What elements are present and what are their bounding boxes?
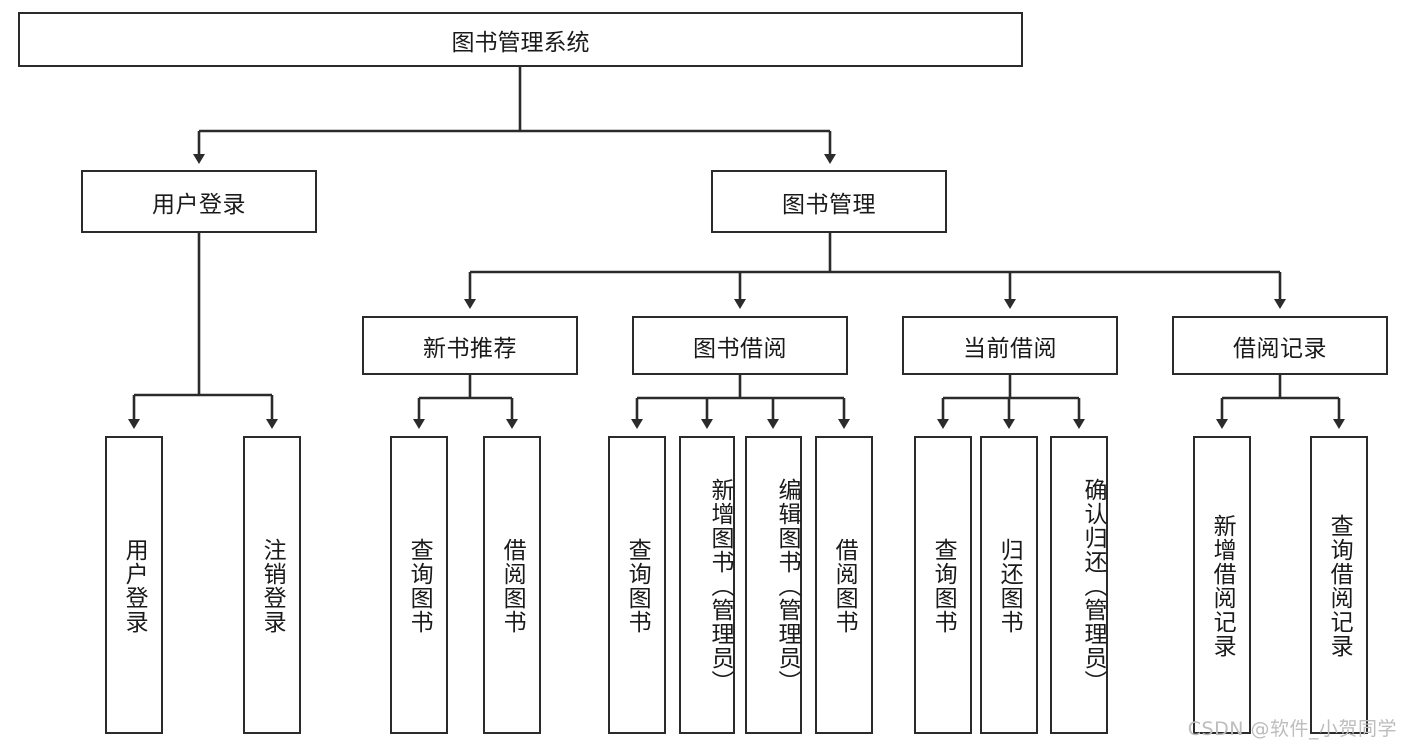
node-label: 查询图书 — [624, 538, 651, 634]
node-label: 用户登录 — [121, 538, 148, 634]
leaf-book-borrow-lend[interactable]: 借阅图书 — [815, 436, 873, 734]
leaf-new-book-borrow[interactable]: 借阅图书 — [483, 436, 541, 734]
node-new-book-recommend[interactable]: 新书推荐 — [362, 316, 578, 375]
leaf-current-borrow-query[interactable]: 查询图书 — [914, 436, 972, 734]
leaf-book-borrow-add[interactable]: 新增图书（管理员） — [679, 436, 735, 734]
node-label: 新增图书（管理员） — [707, 478, 733, 694]
node-label: 新增借阅记录 — [1209, 514, 1236, 658]
leaf-book-borrow-query[interactable]: 查询图书 — [608, 436, 666, 734]
leaf-user-login-logout[interactable]: 注销登录 — [243, 436, 301, 734]
node-book-borrow[interactable]: 图书借阅 — [632, 316, 848, 375]
node-label: 借阅图书 — [499, 538, 526, 634]
leaf-user-login-login[interactable]: 用户登录 — [105, 436, 163, 734]
leaf-current-borrow-return[interactable]: 归还图书 — [980, 436, 1038, 734]
node-label: 查询图书 — [406, 538, 433, 634]
leaf-new-book-query[interactable]: 查询图书 — [390, 436, 448, 734]
node-label: 新书推荐 — [423, 335, 517, 362]
node-label: 编辑图书（管理员） — [774, 478, 800, 694]
node-label: 确认归还（管理员） — [1080, 478, 1106, 694]
node-book-management[interactable]: 图书管理 — [711, 170, 947, 233]
node-current-borrow[interactable]: 当前借阅 — [902, 316, 1118, 375]
node-label: 图书管理 — [782, 191, 876, 218]
node-label: 当前借阅 — [963, 335, 1057, 362]
node-label: 归还图书 — [996, 538, 1023, 634]
node-label: 查询图书 — [930, 538, 957, 634]
leaf-borrow-record-query[interactable]: 查询借阅记录 — [1310, 436, 1368, 734]
leaf-book-borrow-edit[interactable]: 编辑图书（管理员） — [745, 436, 802, 734]
csdn-watermark: CSDN @软件_小贺同学 — [1187, 718, 1397, 740]
node-user-login[interactable]: 用户登录 — [81, 170, 317, 233]
node-label: 查询借阅记录 — [1326, 514, 1353, 658]
node-label: 图书管理系统 — [451, 29, 590, 56]
node-label: 借阅图书 — [831, 538, 858, 634]
leaf-current-borrow-confirm-return[interactable]: 确认归还（管理员） — [1050, 436, 1108, 734]
leaf-borrow-record-add[interactable]: 新增借阅记录 — [1193, 436, 1251, 734]
node-label: 用户登录 — [152, 191, 246, 218]
node-label: 借阅记录 — [1233, 335, 1327, 362]
node-borrow-record[interactable]: 借阅记录 — [1172, 316, 1388, 375]
node-label: 图书借阅 — [693, 335, 787, 362]
node-label: 注销登录 — [259, 538, 286, 634]
node-root-system[interactable]: 图书管理系统 — [18, 12, 1023, 67]
